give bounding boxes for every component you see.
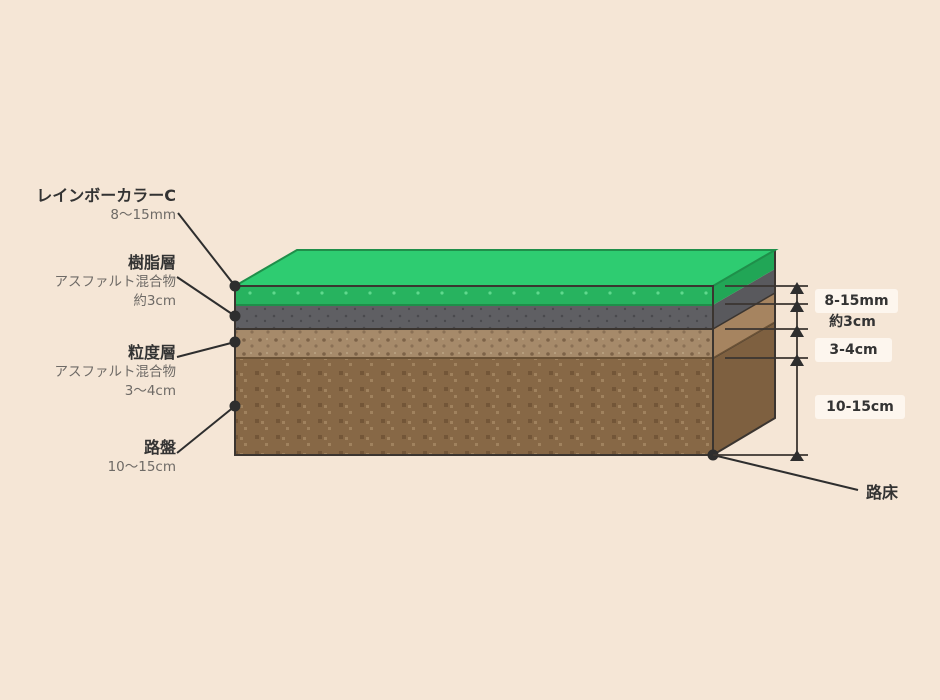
label-resin-layer: 樹脂層 アスファルト混合物 約3cm: [55, 253, 177, 311]
label-material: アスファルト混合物: [54, 364, 177, 380]
label-roadbed: 路盤 10〜15cm: [108, 438, 176, 477]
label-title: 樹脂層: [127, 253, 176, 272]
dimension-lines: [713, 282, 808, 461]
label-title: 粒度層: [127, 343, 176, 362]
label-thickness: 10〜15cm: [107, 459, 176, 475]
label-material: アスファルト混合物: [54, 274, 177, 290]
leader-lines: [176, 212, 859, 491]
block-top-face: [231, 249, 779, 287]
dimension-label-rainbow: 8-15mm: [815, 289, 898, 313]
label-thickness: 8〜15mm: [110, 207, 176, 223]
label-thickness: 約3cm: [133, 293, 176, 309]
label-title: レインボーカラーC: [36, 186, 176, 205]
label-subgrade: 路床: [866, 483, 899, 502]
layer-roadbed: [235, 358, 713, 455]
layer-resin: [235, 305, 713, 329]
dimension-label-resin: 約3cm: [829, 314, 876, 330]
dimension-label-aggregate: 3-4cm: [815, 338, 892, 362]
label-rainbow-color-c: レインボーカラーC 8〜15mm: [36, 186, 176, 225]
layer-rainbow-color: [235, 286, 713, 305]
layer-aggregate: [235, 329, 713, 358]
dimension-label-roadbed: 10-15cm: [815, 395, 905, 419]
block-side-faces: [712, 250, 776, 457]
label-aggregate-layer: 粒度層 アスファルト混合物 3〜4cm: [55, 343, 177, 401]
block-front-face: [234, 285, 714, 456]
label-thickness: 3〜4cm: [124, 383, 176, 399]
label-title: 路盤: [143, 438, 176, 457]
